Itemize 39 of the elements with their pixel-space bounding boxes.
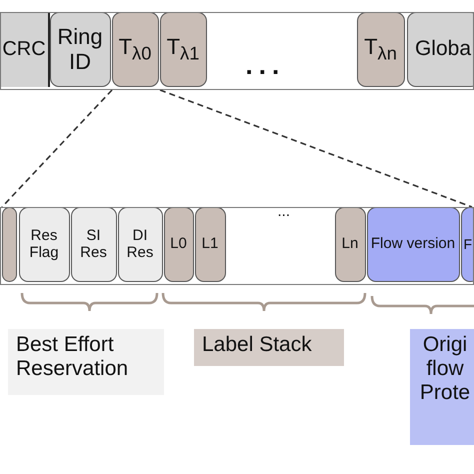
field-box bbox=[160, 13, 206, 86]
packet-bar bbox=[0, 207, 474, 285]
field-label: Ring ID bbox=[56, 24, 104, 74]
packet-bar bbox=[0, 12, 474, 90]
field-label: Globa bbox=[414, 36, 472, 62]
field-box bbox=[356, 13, 404, 86]
field-box bbox=[334, 208, 366, 282]
field-box bbox=[18, 208, 70, 282]
group-label: Best Effort Reservation bbox=[16, 333, 130, 382]
field-box bbox=[118, 208, 162, 282]
field-label: L0 bbox=[170, 235, 187, 253]
group-label: Origi flow Prote bbox=[418, 333, 472, 406]
label-box bbox=[410, 329, 474, 445]
field-label: DI Res bbox=[126, 226, 154, 262]
field-label: CRC bbox=[2, 38, 46, 60]
field-box bbox=[406, 13, 473, 86]
group-label: Label Stack bbox=[202, 333, 312, 358]
field-box bbox=[366, 208, 460, 282]
field-box bbox=[70, 208, 116, 282]
label-box bbox=[194, 329, 344, 366]
ellipsis: ... bbox=[278, 208, 290, 220]
field-label: T$_{λn}$ bbox=[364, 34, 397, 64]
field-label: SI Res bbox=[79, 226, 108, 262]
field-box bbox=[1, 13, 50, 86]
field-label: Flow version bbox=[370, 235, 456, 253]
field-label: L1 bbox=[202, 235, 218, 253]
field-label: Res Flag bbox=[28, 226, 60, 262]
field-box bbox=[164, 208, 194, 282]
field-box bbox=[2, 208, 16, 282]
field-label: Ln bbox=[342, 235, 358, 253]
field-box bbox=[112, 13, 158, 86]
zoom-line bbox=[160, 89, 472, 208]
field-box bbox=[50, 13, 110, 86]
field-label: F bbox=[464, 236, 472, 252]
field-label: T$_{λ1}$ bbox=[166, 34, 200, 64]
ellipsis: ... bbox=[246, 50, 286, 80]
zoom-line bbox=[1, 89, 113, 208]
field-box bbox=[194, 208, 226, 282]
field-label: T$_{λ0}$ bbox=[118, 34, 152, 64]
